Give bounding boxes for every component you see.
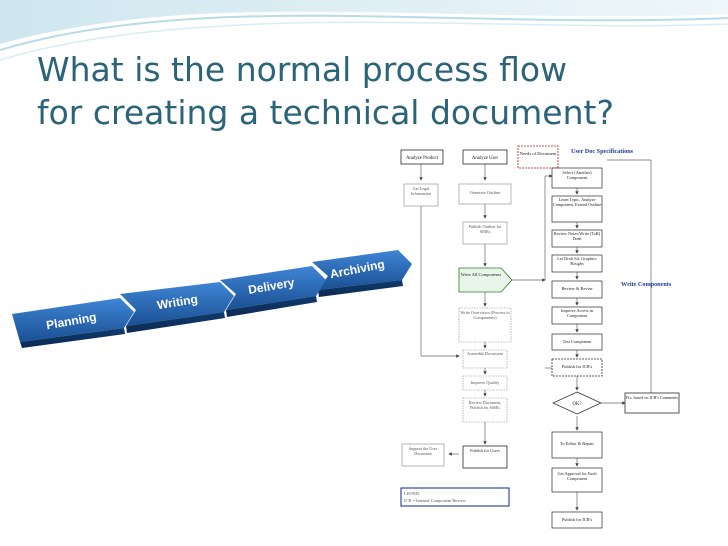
needs-of-document-text: Needs of Document [520,151,557,156]
box-select-component: Select (Another) Component [551,167,603,189]
generate-outline-text: Generate Outline [469,190,501,195]
publish-for-users-text: Publish for Users [470,448,500,453]
box-support-user-document: Support the User Document [401,443,445,467]
flow-connectors [419,155,652,511]
box-publish-for-users: Publish for Users [462,445,508,469]
test-component-text: Test Component [562,339,592,344]
box-assemble-document: Assemble Document [462,349,508,369]
box-publish-for-icrs-2: Publish for ICR's [551,511,603,529]
legend-line-2: ICR = Internal Component Review [404,498,467,503]
phase-arrow-writing: Writing [120,282,234,333]
box-publish-for-icrs-1: Publish for ICR's [551,358,603,377]
box-improve-quality: Improve Quality [462,375,508,391]
learn-topic-text: Learn Topic, Analyze Component, Extend O… [552,197,602,208]
slide-title: What is the normal process flow for crea… [37,50,614,132]
write-all-components-text: Write All Components [460,272,502,277]
select-component-text: Select (Another) Component [562,170,592,181]
box-test-component: Test Component [551,333,603,351]
box-write-overviews: Write Overviews (Process to Components) [458,307,512,343]
phase-arrow-planning: Planning [12,298,134,348]
improve-access-text: Improve Access in Component [561,308,593,319]
box-get-legal-information: Get Legal Information [403,183,439,207]
box-get-approval: Get Approval for Each Component [551,467,603,493]
box-publish-outline: Publish Outline for SMEs [462,221,508,245]
review-notes-text: Review Notes/Write (ToR) Draft [553,231,601,242]
box-review-document: Review Document, Publish for SMEs [462,397,508,423]
review-document-text: Review Document, Publish for SMEs [468,400,502,410]
box-learn-topic: Learn Topic, Analyze Component, Extend O… [551,195,603,223]
publish-for-icrs-2-text: Publish for ICR's [561,517,593,522]
flowchart-legend: LISTED: ICR = Internal Component Review [400,487,510,507]
label-write-components: Write Components [621,281,672,288]
box-needs-of-document: Needs of Document [517,145,559,169]
box-write-all-components: Write All Components [458,267,513,293]
assemble-document-text: Assemble Document [467,351,503,356]
box-fix-based-on-icrs: Fix, based on ICR's Comments [624,392,680,414]
svg-text:OK?: OK? [572,402,581,407]
box-to-editor-repair: To Editor & Repair [551,431,603,459]
header-wave-decoration [0,0,728,61]
process-flowchart: Analyze Product Analyze User Needs of Do… [400,145,680,529]
improve-quality-text: Improve Quality [470,380,500,385]
box-improve-access: Improve Access in Component [551,306,603,325]
let-draft-sit-text: Let Draft Sit, Graphics Roughs [557,256,597,267]
phase-arrow-delivery: Delivery [220,266,326,317]
box-generate-outline: Generate Outline [458,183,512,205]
write-overviews-text: Write Overviews (Process to Components) [460,310,510,321]
box-let-draft-sit: Let Draft Sit, Graphics Roughs [551,254,603,273]
phase-arrows: Archiving Delivery Writing Planning [12,250,412,348]
decision-ok: OK? [552,391,602,415]
svg-text:Analyze Product: Analyze Product [406,156,439,161]
to-editor-repair-text: To Editor & Repair [560,441,594,446]
support-user-document-text: Support the User Document [408,446,438,456]
get-approval-text: Get Approval for Each Component [557,471,597,482]
box-review-notes: Review Notes/Write (ToR) Draft [551,229,603,248]
box-analyze-user: Analyze User [462,149,508,165]
svg-text:Analyze User: Analyze User [472,156,499,161]
box-review-revise: Review & Revise [551,280,603,299]
svg-text:Needs of Document: Needs of Document [520,151,557,156]
phase-label-writing: Writing [156,292,199,312]
phase-arrow-archiving: Archiving [312,250,412,297]
fix-based-on-icrs-text: Fix, based on ICR's Comments [625,395,679,400]
get-legal-information-text: Get Legal Information [410,186,431,196]
legend-line-1: LISTED: [404,491,420,496]
review-revise-text: Review & Revise [561,286,593,291]
publish-outline-text: Publish Outline for SMEs [468,224,502,234]
publish-for-icrs-1-text: Publish for ICR's [561,364,593,369]
label-user-doc-specifications: User Doc Specifications [571,148,634,155]
box-analyze-product: Analyze Product [400,149,444,165]
